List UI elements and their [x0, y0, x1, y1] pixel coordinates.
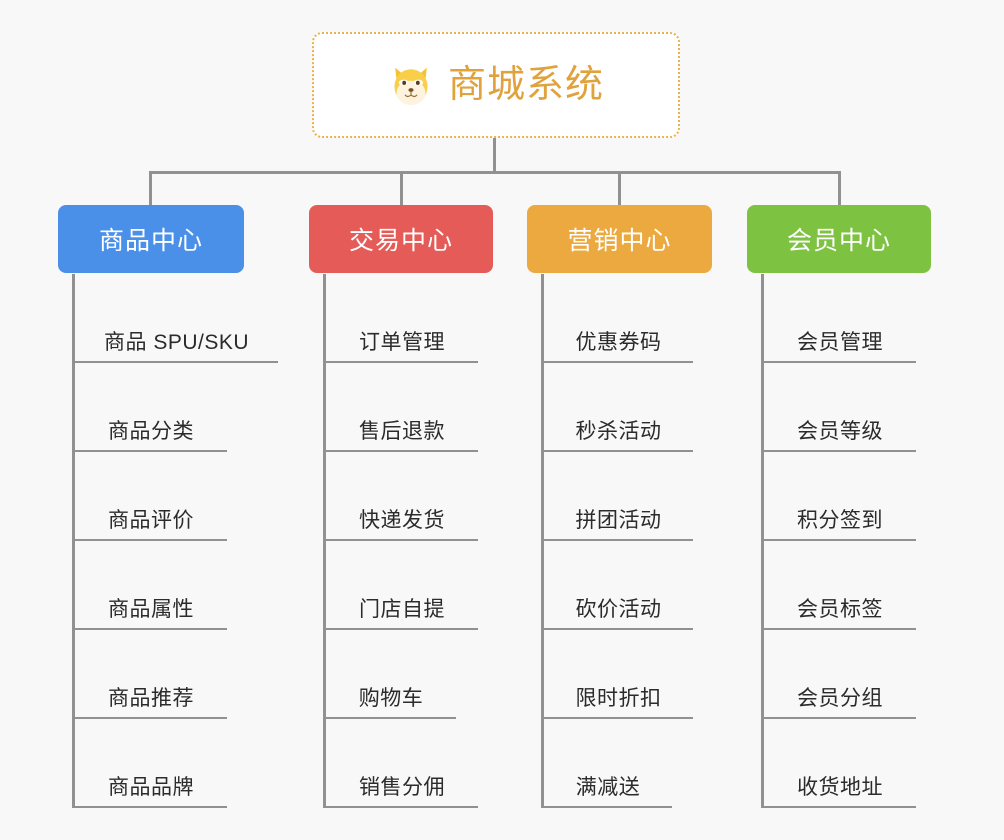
- leaf-item-label: 会员标签: [797, 597, 883, 621]
- leaf-item[interactable]: 秒杀活动: [544, 363, 693, 452]
- leaf-item[interactable]: 订单管理: [326, 274, 478, 363]
- branch-box-marketing-center[interactable]: 营销中心: [527, 205, 712, 273]
- leaf-item-label: 售后退款: [359, 419, 445, 443]
- branch-drop-line-4: [838, 171, 841, 205]
- leaf-item[interactable]: 会员标签: [764, 541, 916, 630]
- branch-drop-line-3: [618, 171, 621, 205]
- leaf-item[interactable]: 收货地址: [764, 719, 916, 808]
- leaf-item[interactable]: 会员管理: [764, 274, 916, 363]
- branch-label: 营销中心: [567, 227, 672, 255]
- leaf-item-label: 收货地址: [797, 775, 883, 799]
- leaf-rail: [761, 274, 764, 808]
- leaf-rail: [541, 274, 544, 808]
- leaf-item[interactable]: 销售分佣: [326, 719, 478, 808]
- leaf-item[interactable]: 满减送: [544, 719, 672, 808]
- leaf-item-label: 快递发货: [359, 508, 445, 532]
- branch-drop-line-1: [149, 171, 152, 205]
- leaf-item[interactable]: 砍价活动: [544, 541, 693, 630]
- leaf-item-label: 商品分类: [108, 419, 194, 443]
- leaf-item-label: 满减送: [575, 775, 641, 799]
- leaf-item-label: 积分签到: [797, 508, 883, 532]
- leaf-item[interactable]: 优惠券码: [544, 274, 693, 363]
- leaf-item[interactable]: 商品品牌: [75, 719, 227, 808]
- root-node[interactable]: 商城系统: [312, 32, 680, 138]
- leaf-item[interactable]: 商品分类: [75, 363, 227, 452]
- leaf-item-label: 商品 SPU/SKU: [103, 330, 250, 354]
- leaf-item[interactable]: 购物车: [326, 630, 456, 719]
- leaf-item[interactable]: 商品推荐: [75, 630, 227, 719]
- leaf-item[interactable]: 快递发货: [326, 452, 478, 541]
- leaf-item[interactable]: 门店自提: [326, 541, 478, 630]
- leaf-item[interactable]: 拼团活动: [544, 452, 693, 541]
- leaf-item[interactable]: 售后退款: [326, 363, 478, 452]
- leaf-item[interactable]: 会员等级: [764, 363, 916, 452]
- branch-label: 交易中心: [348, 227, 453, 255]
- leaf-item[interactable]: 商品评价: [75, 452, 227, 541]
- leaf-item-label: 门店自提: [359, 597, 445, 621]
- leaf-item[interactable]: 会员分组: [764, 630, 916, 719]
- leaf-item-label: 优惠券码: [575, 330, 662, 354]
- leaf-rail: [72, 274, 75, 808]
- branch-label: 商品中心: [98, 227, 203, 255]
- leaf-item-label: 会员等级: [797, 419, 883, 443]
- branch-box-member-center[interactable]: 会员中心: [747, 205, 931, 273]
- leaf-item-label: 商品推荐: [108, 686, 194, 710]
- leaf-rail: [323, 274, 326, 808]
- leaf-item-label: 商品属性: [108, 597, 194, 621]
- leaf-item[interactable]: 商品属性: [75, 541, 227, 630]
- branch-box-trade-center[interactable]: 交易中心: [309, 205, 493, 273]
- leaf-item[interactable]: 限时折扣: [544, 630, 693, 719]
- branch-drop-line-2: [400, 171, 403, 205]
- leaf-item-label: 会员分组: [797, 686, 883, 710]
- leaf-item[interactable]: 商品 SPU/SKU: [75, 274, 278, 363]
- branch-box-product-center[interactable]: 商品中心: [58, 205, 244, 273]
- leaf-item-label: 会员管理: [797, 330, 883, 354]
- leaf-item-label: 订单管理: [359, 330, 445, 354]
- leaf-item-label: 拼团活动: [575, 508, 662, 532]
- branch-bus-line: [149, 171, 841, 174]
- leaf-item-label: 商品品牌: [108, 775, 194, 799]
- leaf-item[interactable]: 积分签到: [764, 452, 916, 541]
- leaf-item-label: 购物车: [358, 686, 424, 710]
- leaf-item-label: 销售分佣: [359, 775, 445, 799]
- leaf-item-label: 商品评价: [108, 508, 194, 532]
- shiba-dog-icon: [388, 62, 434, 108]
- leaf-item-label: 限时折扣: [575, 686, 662, 710]
- leaf-item-label: 秒杀活动: [575, 419, 662, 443]
- branch-label: 会员中心: [786, 227, 891, 255]
- root-title: 商城系统: [447, 64, 604, 106]
- root-trunk-line: [493, 138, 496, 173]
- leaf-item-label: 砍价活动: [575, 597, 662, 621]
